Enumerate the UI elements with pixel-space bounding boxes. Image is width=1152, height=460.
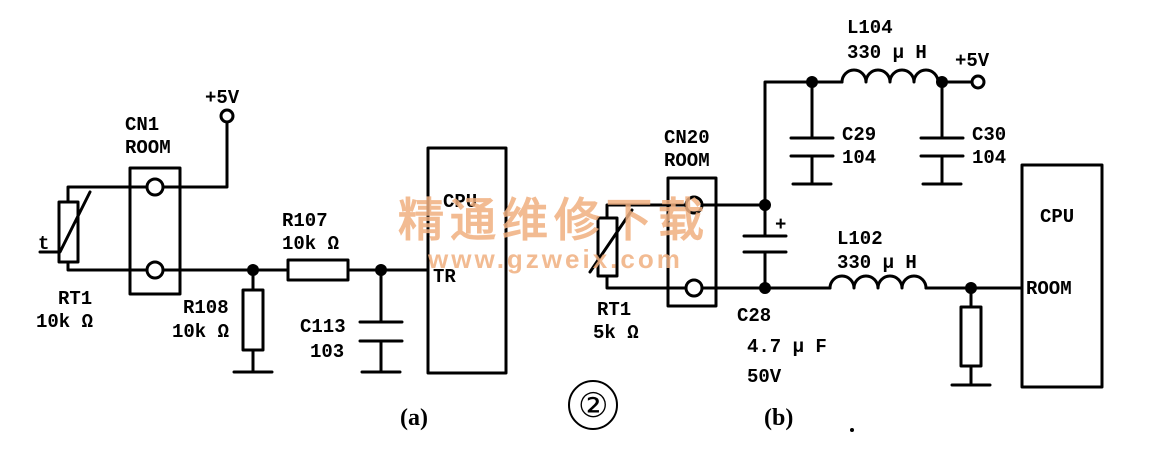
caption-a: (a) xyxy=(400,405,428,431)
cpu-box-a xyxy=(426,146,508,375)
c28-name-label: C28 xyxy=(737,305,771,327)
l102-name-label: L102 xyxy=(837,228,883,250)
c113-value-label: 103 xyxy=(310,341,344,363)
connector-cn20 xyxy=(666,176,718,308)
inductor-l104 xyxy=(840,68,940,84)
c30-value-label: 104 xyxy=(972,147,1006,169)
cn1-pin-top xyxy=(145,177,165,197)
caption-b: (b) xyxy=(764,405,793,431)
cn1-type-label: ROOM xyxy=(125,137,171,159)
thermistor-rt1-a xyxy=(57,200,80,264)
supply-label-a: +5V xyxy=(205,87,240,109)
l104-value-label: 330 μ H xyxy=(847,42,927,64)
supply-wire-a xyxy=(161,120,229,189)
cpu-a-label: CPU xyxy=(443,191,477,213)
watermark-title: 精通维修下载 xyxy=(398,193,710,247)
cpu-b-label: CPU xyxy=(1040,206,1074,228)
resistor-pulldown xyxy=(959,305,983,368)
cn20-name-label: CN20 xyxy=(664,127,710,149)
thermistor-diagonal-b xyxy=(588,208,634,274)
r108-value-label: 10k Ω xyxy=(172,321,229,343)
capacitor-c29 xyxy=(789,136,835,158)
c28-value-label: 4.7 μ F xyxy=(747,336,827,358)
junction-b4 xyxy=(759,282,771,294)
capacitor-c30 xyxy=(919,136,965,158)
cn20-type-label: ROOM xyxy=(664,150,710,172)
cpu-a-pin-label: TR xyxy=(433,266,456,288)
rt1b-wire xyxy=(605,203,688,290)
c28-voltage-label: 50V xyxy=(747,366,782,388)
supply-terminal-a xyxy=(219,108,235,124)
r108-name-label: R108 xyxy=(183,297,229,319)
rt1b-name-label: RT1 xyxy=(597,299,631,321)
stray-dot xyxy=(850,428,854,432)
watermark-url: www.gzweix.com xyxy=(427,244,683,274)
thermistor-diagonal-a xyxy=(38,190,92,254)
rt1a-wire xyxy=(66,185,149,272)
capacitor-c113 xyxy=(358,320,404,343)
cn20-pin-bottom xyxy=(684,278,704,298)
rt1a-name-label: RT1 xyxy=(58,288,92,310)
cpu-box-b xyxy=(1020,163,1104,389)
l102-value-label: 330 μ H xyxy=(837,252,917,274)
cn1-name-label: CN1 xyxy=(125,114,159,136)
c29-name-label: C29 xyxy=(842,124,876,146)
l104-name-label: L104 xyxy=(847,17,893,39)
cn1-pin-bottom xyxy=(145,260,165,280)
rail-b-left xyxy=(700,80,844,207)
connector-cn1 xyxy=(128,166,182,296)
inductor-l102 xyxy=(828,274,928,290)
resistor-r107 xyxy=(286,258,350,282)
c28-polarity: + xyxy=(775,214,786,236)
circuit-b: CN20 ROOM RT1 5k Ω +5V L104 330 μ H C29 … xyxy=(588,17,1104,432)
supply-terminal-b xyxy=(970,74,986,90)
supply-label-b: +5V xyxy=(955,50,990,72)
figure-number-circle xyxy=(568,380,618,430)
r107-name-label: R107 xyxy=(282,210,328,232)
thermistor-temp-symbol: t xyxy=(38,233,49,255)
resistor-r108 xyxy=(241,288,265,352)
c30-name-label: C30 xyxy=(972,124,1006,146)
rt1a-value-label: 10k Ω xyxy=(36,311,93,333)
r107-value-label: 10k Ω xyxy=(282,233,339,255)
c113-name-label: C113 xyxy=(300,316,346,338)
c29-value-label: 104 xyxy=(842,147,876,169)
circuit-a: +5V CN1 ROOM t RT1 10k Ω R108 10k Ω R107… xyxy=(36,87,508,431)
figure-number: ② xyxy=(578,386,608,426)
rt1b-value-label: 5k Ω xyxy=(593,322,639,344)
cpu-b-pin-label: ROOM xyxy=(1026,278,1072,300)
thermistor-rt1-b xyxy=(596,216,619,278)
capacitor-c28 xyxy=(742,234,788,254)
